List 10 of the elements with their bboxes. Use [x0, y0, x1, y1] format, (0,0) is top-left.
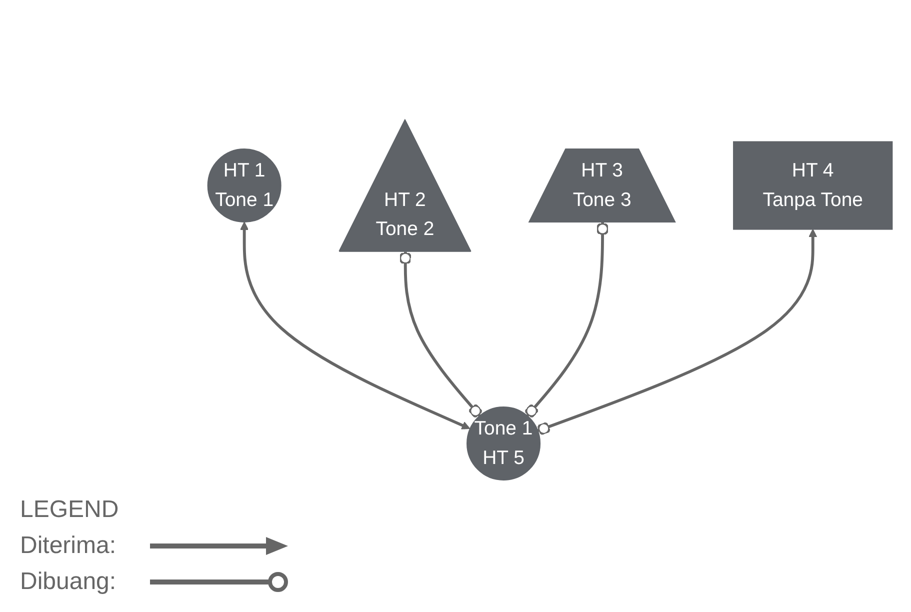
legend-text: Diterima: — [20, 531, 118, 561]
connector — [525, 222, 609, 418]
legend-title: LEGEND — [20, 495, 120, 525]
legend-text: Dibuang: — [20, 567, 118, 597]
node-circle: HT 1 Tone 1 — [207, 148, 282, 223]
node-box: HT 4 Tanpa Tone — [733, 141, 893, 230]
arrow — [537, 229, 818, 436]
arrow — [240, 222, 470, 430]
connector — [398, 252, 482, 418]
node-circle: Tone 1 HT 5 — [466, 406, 541, 481]
